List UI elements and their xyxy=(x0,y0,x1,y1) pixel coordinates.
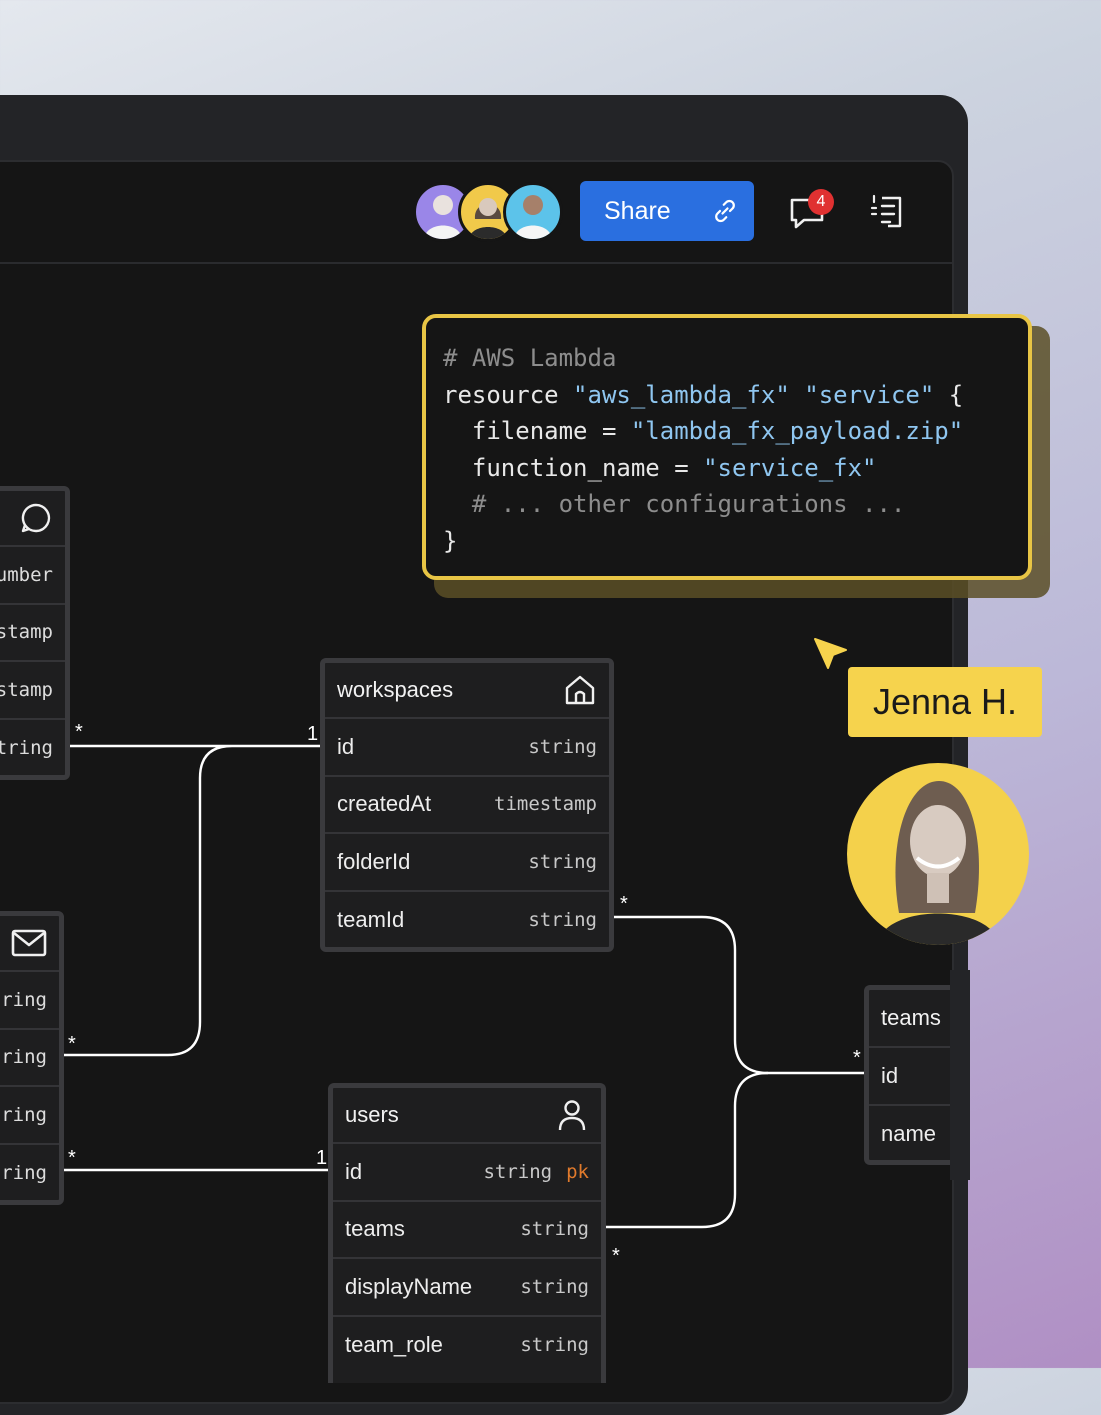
mail-icon xyxy=(11,928,47,958)
table-header xyxy=(0,491,65,547)
field-name: id xyxy=(345,1159,362,1185)
share-button-label: Share xyxy=(604,197,671,226)
field-type: string xyxy=(520,1334,589,1356)
table-row[interactable]: stamp xyxy=(0,605,65,663)
field-type: timestamp xyxy=(494,793,597,815)
outline-button[interactable] xyxy=(868,192,908,232)
field-type: stamp xyxy=(0,679,53,701)
field-name: teamId xyxy=(337,907,404,933)
table-header: workspaces xyxy=(325,663,609,719)
code-brace: } xyxy=(443,527,457,555)
field-name: id xyxy=(881,1063,898,1089)
screen-edge xyxy=(950,970,970,1180)
table-row[interactable]: teams string xyxy=(333,1202,601,1260)
field-name: id xyxy=(337,734,354,760)
code-brace: { xyxy=(934,381,963,409)
field-type: string xyxy=(483,1161,552,1183)
field-type: ring xyxy=(1,1162,47,1184)
collaborator-photo xyxy=(847,763,1029,945)
field-name: team_role xyxy=(345,1332,443,1358)
table-row[interactable]: stamp xyxy=(0,662,65,720)
numbered-list-icon xyxy=(868,192,908,232)
table-workspaces[interactable]: workspaces id string createdAt timestamp f… xyxy=(320,658,614,952)
cursor-user-label: Jenna H. xyxy=(848,667,1042,737)
table-row[interactable]: id string xyxy=(325,719,609,777)
code-string: "service" xyxy=(804,381,934,409)
table-row[interactable]: displayName string xyxy=(333,1259,601,1317)
table-left-bottom[interactable]: ring ring ring ring xyxy=(0,911,64,1205)
code-string: "lambda_fx_payload.zip" xyxy=(631,417,963,445)
field-type: tring xyxy=(0,737,53,759)
field-type: string xyxy=(528,736,597,758)
table-row[interactable]: ring xyxy=(0,972,59,1030)
field-type: string xyxy=(520,1218,589,1240)
field-name: teams xyxy=(345,1216,405,1242)
field-name: createdAt xyxy=(337,791,431,817)
table-row[interactable]: team_role string xyxy=(333,1317,601,1375)
message-bubble-icon xyxy=(19,501,53,535)
table-title: teams xyxy=(881,1005,941,1031)
field-name: displayName xyxy=(345,1274,472,1300)
code-block[interactable]: # AWS Lambda resource "aws_lambda_fx" "s… xyxy=(422,314,1032,580)
table-row[interactable]: createdAt timestamp xyxy=(325,777,609,835)
field-type: ring xyxy=(1,989,47,1011)
table-title: workspaces xyxy=(337,677,453,703)
home-icon xyxy=(563,673,597,707)
table-row[interactable]: teamId string xyxy=(325,892,609,950)
share-button[interactable]: Share xyxy=(580,181,754,241)
code-key: function_name = xyxy=(443,454,703,482)
table-teams[interactable]: teams id name xyxy=(864,985,964,1165)
table-header xyxy=(0,916,59,972)
table-row[interactable]: ring xyxy=(0,1145,59,1203)
code-string: "service_fx" xyxy=(703,454,876,482)
table-row[interactable]: umber xyxy=(0,547,65,605)
collaborator-avatar-3[interactable] xyxy=(503,182,563,242)
field-name: name xyxy=(881,1121,936,1147)
person-icon xyxy=(506,185,560,239)
table-row[interactable]: folderId string xyxy=(325,834,609,892)
notification-badge: 4 xyxy=(808,189,834,215)
primary-key-tag: pk xyxy=(566,1161,589,1183)
table-header: users xyxy=(333,1088,601,1144)
code-comment: # ... other configurations ... xyxy=(443,490,905,518)
field-type: stamp xyxy=(0,621,53,643)
field-type: string xyxy=(528,909,597,931)
code-string: "aws_lambda_fx" xyxy=(573,381,790,409)
code-keyword: resource xyxy=(443,381,573,409)
table-left-top[interactable]: umber stamp stamp tring xyxy=(0,486,70,780)
person-icon xyxy=(847,763,1029,945)
table-title: users xyxy=(345,1102,399,1128)
field-type: string xyxy=(520,1276,589,1298)
field-type: ring xyxy=(1,1104,47,1126)
table-row[interactable]: ring xyxy=(0,1087,59,1145)
field-type: ring xyxy=(1,1046,47,1068)
table-row[interactable]: id string pk xyxy=(333,1144,601,1202)
link-icon xyxy=(710,196,740,226)
table-row[interactable]: ring xyxy=(0,1030,59,1088)
toolbar-divider xyxy=(0,262,952,264)
code-comment: # AWS Lambda xyxy=(443,344,616,372)
table-users[interactable]: users id string pk teams string displayName… xyxy=(328,1083,606,1383)
user-icon xyxy=(555,1098,589,1132)
code-key: filename = xyxy=(443,417,631,445)
table-row[interactable]: tring xyxy=(0,720,65,778)
cursor-arrow-icon xyxy=(812,636,852,676)
field-type: string xyxy=(528,851,597,873)
field-name: folderId xyxy=(337,849,410,875)
field-type: umber xyxy=(0,564,53,586)
